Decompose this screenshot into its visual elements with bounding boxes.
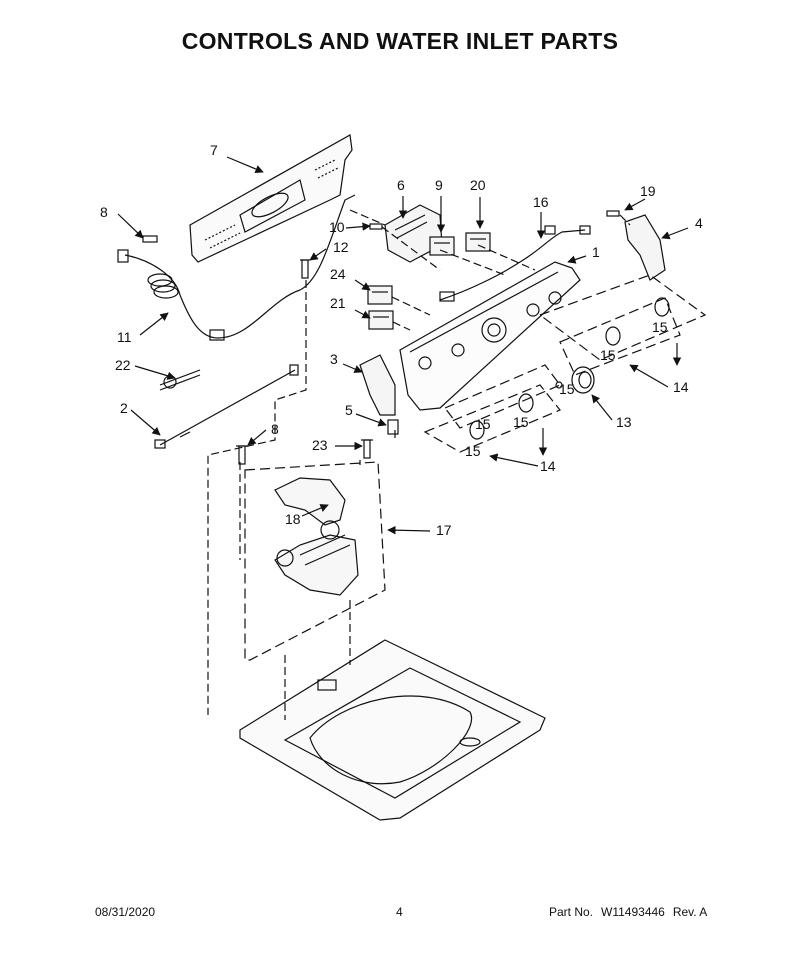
footer-part-label: Part No. <box>549 905 594 919</box>
switch-20 <box>465 232 491 252</box>
callout-15-f: 15 <box>475 416 491 432</box>
wire-harness <box>439 225 591 302</box>
callout-6: 6 <box>397 177 405 193</box>
footer-page-number: 4 <box>396 905 403 919</box>
callout-15-a: 15 <box>652 319 668 335</box>
callout-19: 19 <box>640 183 656 199</box>
callout-22: 22 <box>115 357 131 373</box>
ground-wire <box>154 364 299 449</box>
callout-16: 16 <box>533 194 549 210</box>
callout-20: 20 <box>470 177 486 193</box>
callout-18: 18 <box>285 511 301 527</box>
callout-3: 3 <box>330 351 338 367</box>
leader-lines <box>117 156 689 535</box>
callout-labels: 1 2 3 4 5 6 7 8 8 9 10 11 12 13 14 14 15… <box>100 142 703 538</box>
switch-21 <box>368 310 394 330</box>
footer-date: 08/31/2020 <box>95 905 156 919</box>
knob-group-upper <box>538 274 707 376</box>
callout-8-upper: 8 <box>100 204 108 220</box>
callout-15-b: 15 <box>600 347 616 363</box>
callout-23: 23 <box>312 437 328 453</box>
console <box>399 261 581 411</box>
page-title: CONTROLS AND WATER INLET PARTS <box>181 28 619 54</box>
knob-15-d <box>469 420 485 440</box>
water-inlet-valve <box>274 477 359 596</box>
end-cap-3 <box>359 354 396 416</box>
switch-24 <box>367 285 393 305</box>
callout-21: 21 <box>330 295 346 311</box>
callout-11: 11 <box>117 329 132 345</box>
callout-1: 1 <box>592 244 600 260</box>
knob-group-lower <box>423 364 561 453</box>
washer-top <box>239 639 546 821</box>
footer-part-number: W11493446 <box>601 905 665 919</box>
footer-revision: Rev. A <box>672 905 708 919</box>
knob-15-c <box>518 393 534 413</box>
callout-9: 9 <box>435 177 443 193</box>
clip-5 <box>387 419 399 435</box>
callout-17: 17 <box>436 522 452 538</box>
callout-14-upper: 14 <box>673 379 689 395</box>
callout-24: 24 <box>330 266 346 282</box>
guide-lines <box>207 209 631 720</box>
callout-15-c: 15 <box>559 381 575 397</box>
knob-15-b <box>605 326 621 346</box>
callout-10: 10 <box>329 219 345 235</box>
screw-12 <box>300 259 310 279</box>
screw-8-upper <box>142 235 158 243</box>
wire-tie <box>159 369 201 391</box>
callout-15-e: 15 <box>465 443 481 459</box>
screw-23 <box>361 439 373 459</box>
callout-15-d: 15 <box>513 414 529 430</box>
valve-group-box <box>244 461 386 661</box>
rear-console-panel <box>189 134 353 263</box>
callout-8-lower: 8 <box>271 421 279 437</box>
power-cord <box>117 194 356 341</box>
knob-13 <box>571 366 595 394</box>
callout-4: 4 <box>695 215 703 231</box>
screw-8-lower <box>236 445 248 465</box>
callout-13: 13 <box>616 414 632 430</box>
knob-15-e <box>555 381 563 389</box>
callout-7: 7 <box>210 142 218 158</box>
screw-10 <box>369 223 383 230</box>
callout-2: 2 <box>120 400 128 416</box>
switch-9 <box>429 236 455 256</box>
end-cap-4 <box>624 214 666 281</box>
screw-19 <box>606 210 620 217</box>
callout-12: 12 <box>333 239 349 255</box>
callout-14-lower: 14 <box>540 458 556 474</box>
callout-5: 5 <box>345 402 353 418</box>
footer-part-info: Part No. W11493446 Rev. A <box>549 905 715 919</box>
